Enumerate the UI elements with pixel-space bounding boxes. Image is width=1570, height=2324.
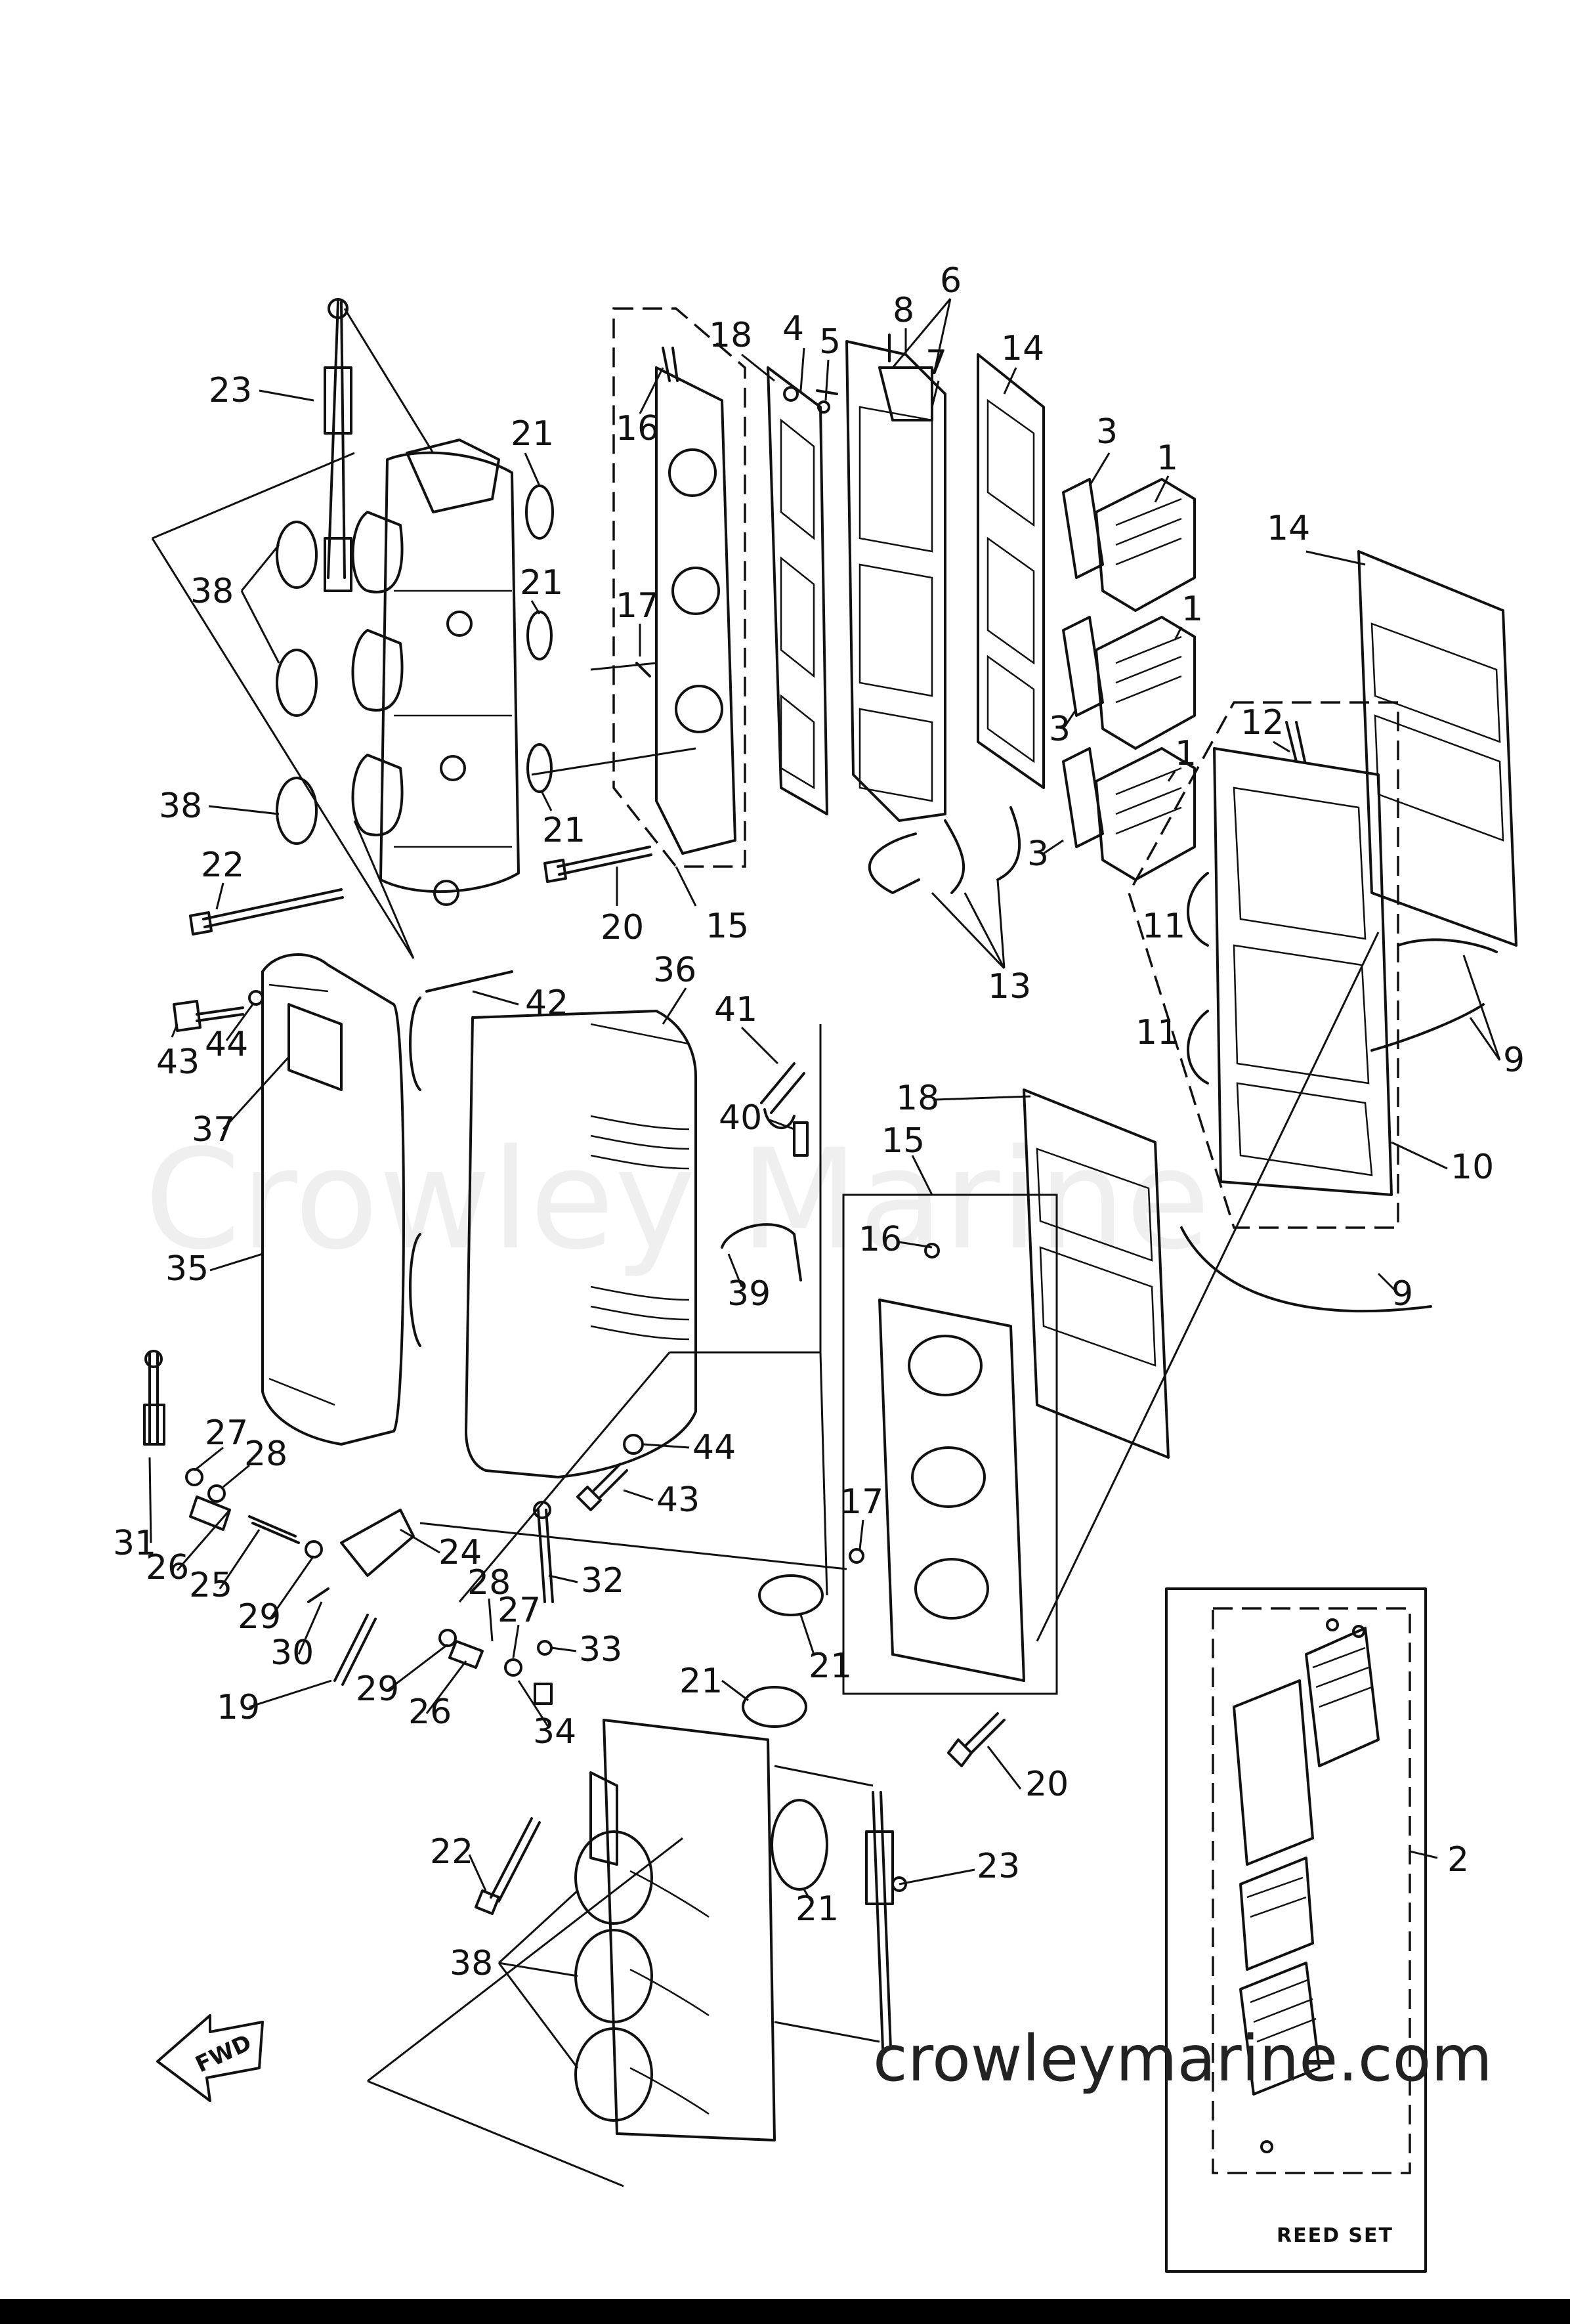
callout-28: 28 (244, 1434, 287, 1474)
callout-39: 39 (727, 1274, 771, 1314)
callout-1: 1 (1181, 590, 1203, 629)
callout-28: 28 (467, 1563, 511, 1603)
callout-17: 17 (840, 1482, 883, 1522)
callout-1: 1 (1156, 439, 1178, 478)
callout-43: 43 (656, 1480, 700, 1520)
callout-21: 21 (511, 414, 554, 454)
callout-13: 13 (988, 967, 1031, 1006)
callout-14: 14 (1267, 509, 1310, 548)
callout-38: 38 (450, 1944, 493, 1983)
callout-23: 23 (977, 1847, 1020, 1886)
callout-9: 9 (1391, 1274, 1413, 1314)
callout-22: 22 (430, 1832, 473, 1872)
fwd-arrow: FWD (156, 2014, 264, 2102)
callout-3: 3 (1049, 710, 1071, 749)
callout-9: 9 (1503, 1041, 1525, 1080)
callout-29: 29 (238, 1597, 281, 1637)
callout-44: 44 (205, 1025, 248, 1064)
callout-18: 18 (709, 316, 752, 355)
callout-24: 24 (438, 1533, 482, 1572)
callout-37: 37 (192, 1110, 235, 1150)
callout-23: 23 (209, 371, 252, 410)
callout-16: 16 (616, 409, 659, 448)
callout-21: 21 (796, 1889, 839, 1929)
reed-set-box: REED SET (1165, 1587, 1438, 2273)
callout-4: 4 (782, 309, 804, 349)
callout-29: 29 (356, 1669, 399, 1709)
callout-21: 21 (542, 811, 585, 850)
callout-5: 5 (819, 322, 841, 362)
callout-38: 38 (190, 572, 234, 611)
linkage-parts (143, 1350, 847, 1705)
callout-20: 20 (1025, 1765, 1069, 1804)
upper-carburetor-assembly (151, 298, 652, 959)
callout-8: 8 (893, 291, 914, 330)
callout-16: 16 (859, 1220, 902, 1259)
callout-30: 30 (270, 1633, 314, 1673)
callout-27: 27 (498, 1591, 541, 1630)
callout-15: 15 (881, 1121, 925, 1161)
callout-3: 3 (1027, 834, 1049, 874)
callout-36: 36 (653, 951, 696, 990)
callout-22: 22 (201, 846, 244, 885)
callout-6: 6 (940, 261, 962, 301)
callout-25: 25 (189, 1566, 232, 1605)
callout-21: 21 (520, 563, 563, 603)
callout-40: 40 (719, 1098, 762, 1138)
callout-41: 41 (714, 990, 757, 1029)
callout-31: 31 (113, 1524, 156, 1563)
callout-32: 32 (581, 1561, 624, 1601)
callout-21: 21 (809, 1646, 852, 1686)
site-url: crowleymarine.com (873, 2022, 1493, 2096)
bottom-bar (0, 2299, 1570, 2324)
callout-43: 43 (156, 1043, 200, 1082)
callout-26: 26 (146, 1548, 189, 1587)
callout-20: 20 (601, 908, 644, 947)
callout-1: 1 (1175, 734, 1197, 773)
callout-leaders (148, 298, 1501, 2069)
intake-manifold-group (1036, 550, 1517, 1642)
callout-35: 35 (165, 1249, 209, 1289)
callout-11: 11 (1142, 907, 1185, 946)
callout-26: 26 (408, 1692, 452, 1732)
callout-11: 11 (1135, 1013, 1179, 1052)
lower-carburetor-assembly (367, 1719, 907, 2187)
callout-17: 17 (616, 586, 659, 626)
silencer-covers (173, 953, 828, 1603)
callout-2: 2 (1447, 1840, 1469, 1880)
callout-3: 3 (1096, 412, 1118, 452)
callout-42: 42 (525, 983, 568, 1023)
callout-10: 10 (1451, 1148, 1494, 1187)
callout-19: 19 (217, 1688, 260, 1727)
callout-14: 14 (1001, 329, 1044, 368)
callout-27: 27 (205, 1413, 248, 1453)
callout-33: 33 (579, 1630, 622, 1669)
callout-44: 44 (692, 1428, 736, 1467)
callout-15: 15 (706, 907, 749, 946)
callout-34: 34 (533, 1712, 576, 1752)
reed-set-label: REED SET (1277, 2224, 1393, 2247)
callout-18: 18 (896, 1079, 939, 1118)
lower-gasket-group (742, 1088, 1170, 1767)
callout-38: 38 (159, 786, 202, 826)
callout-12: 12 (1241, 703, 1284, 742)
callout-21: 21 (679, 1662, 723, 1701)
watermark: Crowley Marine (144, 1119, 1210, 1280)
callout-labels: 23 21 38 21 38 21 22 20 16 17 18 15 4 5 … (113, 261, 1525, 1983)
